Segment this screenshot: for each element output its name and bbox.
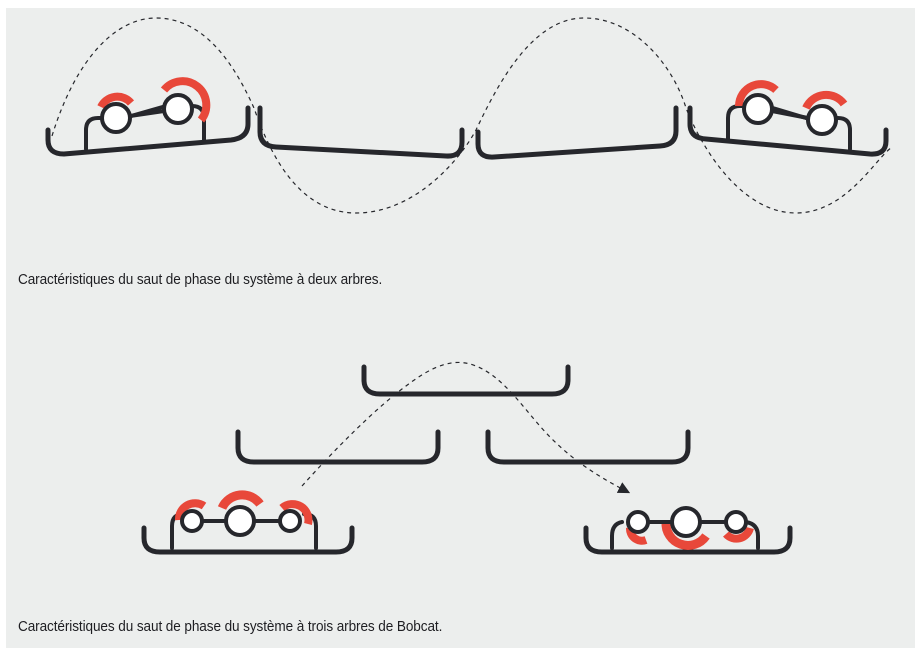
caption-two-shaft: Caractéristiques du saut de phase du sys… [18, 272, 383, 288]
track-tray [583, 525, 793, 555]
track-tray [141, 525, 355, 555]
machine-body [610, 520, 760, 550]
track-tray [361, 364, 571, 397]
phase-arc-right [802, 90, 848, 110]
track-tray [45, 105, 251, 157]
phase-path-dashed [51, 17, 892, 214]
shaft-wheel [670, 506, 702, 538]
machine-right [687, 80, 889, 157]
track-tray [687, 105, 889, 157]
figure-panel: Caractéristiques du saut de phase du sys… [6, 8, 915, 648]
phase-arc-left [97, 92, 135, 109]
three-shaft-diagram [141, 361, 793, 555]
phase-path-dashed [301, 361, 631, 494]
machine-left [45, 77, 251, 157]
shaft-wheel [626, 510, 650, 534]
phase-arc-right [735, 80, 779, 107]
phase-jump-diagram [45, 17, 892, 555]
track-tray [257, 105, 465, 159]
shaft-wheel [100, 102, 132, 134]
machine-left [141, 490, 355, 555]
shaft-wheel [162, 93, 194, 125]
phase-arc-left [279, 500, 313, 525]
two-shaft-diagram [45, 17, 892, 214]
shaft-wheel [724, 510, 748, 534]
phase-arc-left [160, 77, 211, 123]
track-tray [235, 429, 441, 465]
shaft-wheel [180, 509, 204, 533]
phase-arc-left [217, 490, 264, 511]
phase-arc-left [175, 499, 207, 521]
shaft-wheel [742, 93, 774, 125]
shaft-wheel [224, 505, 256, 537]
phase-arc-right [723, 526, 754, 543]
shaft-wheel [806, 104, 838, 136]
shaft-wheel [278, 509, 302, 533]
caption-three-shaft: Caractéristiques du saut de phase du sys… [18, 619, 443, 635]
phase-arc-right [661, 521, 710, 550]
track-tray [475, 105, 679, 160]
track-tray [485, 429, 691, 465]
machine-right [583, 506, 793, 555]
